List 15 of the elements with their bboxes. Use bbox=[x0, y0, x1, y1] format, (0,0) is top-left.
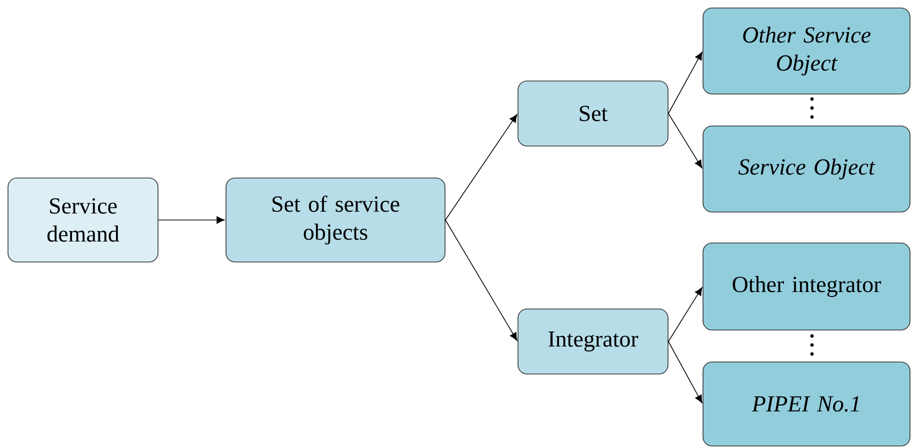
process-box: PIPEI No.1 bbox=[702, 362, 910, 446]
process-box: Service Object bbox=[702, 126, 910, 212]
process-box: Service demand bbox=[8, 178, 158, 262]
process-box: Other integrator bbox=[702, 242, 910, 330]
process-box: Set bbox=[518, 80, 668, 146]
arrow bbox=[668, 113, 702, 168]
process-box: Other Service Object bbox=[702, 8, 910, 94]
arrow bbox=[668, 341, 702, 404]
arrow bbox=[158, 216, 225, 224]
arrow bbox=[445, 114, 518, 220]
arrow bbox=[445, 220, 518, 341]
process-box: Integrator bbox=[518, 308, 668, 374]
arrow bbox=[668, 287, 702, 342]
process-box: Set of service objects bbox=[226, 178, 446, 262]
arrow bbox=[668, 52, 702, 114]
